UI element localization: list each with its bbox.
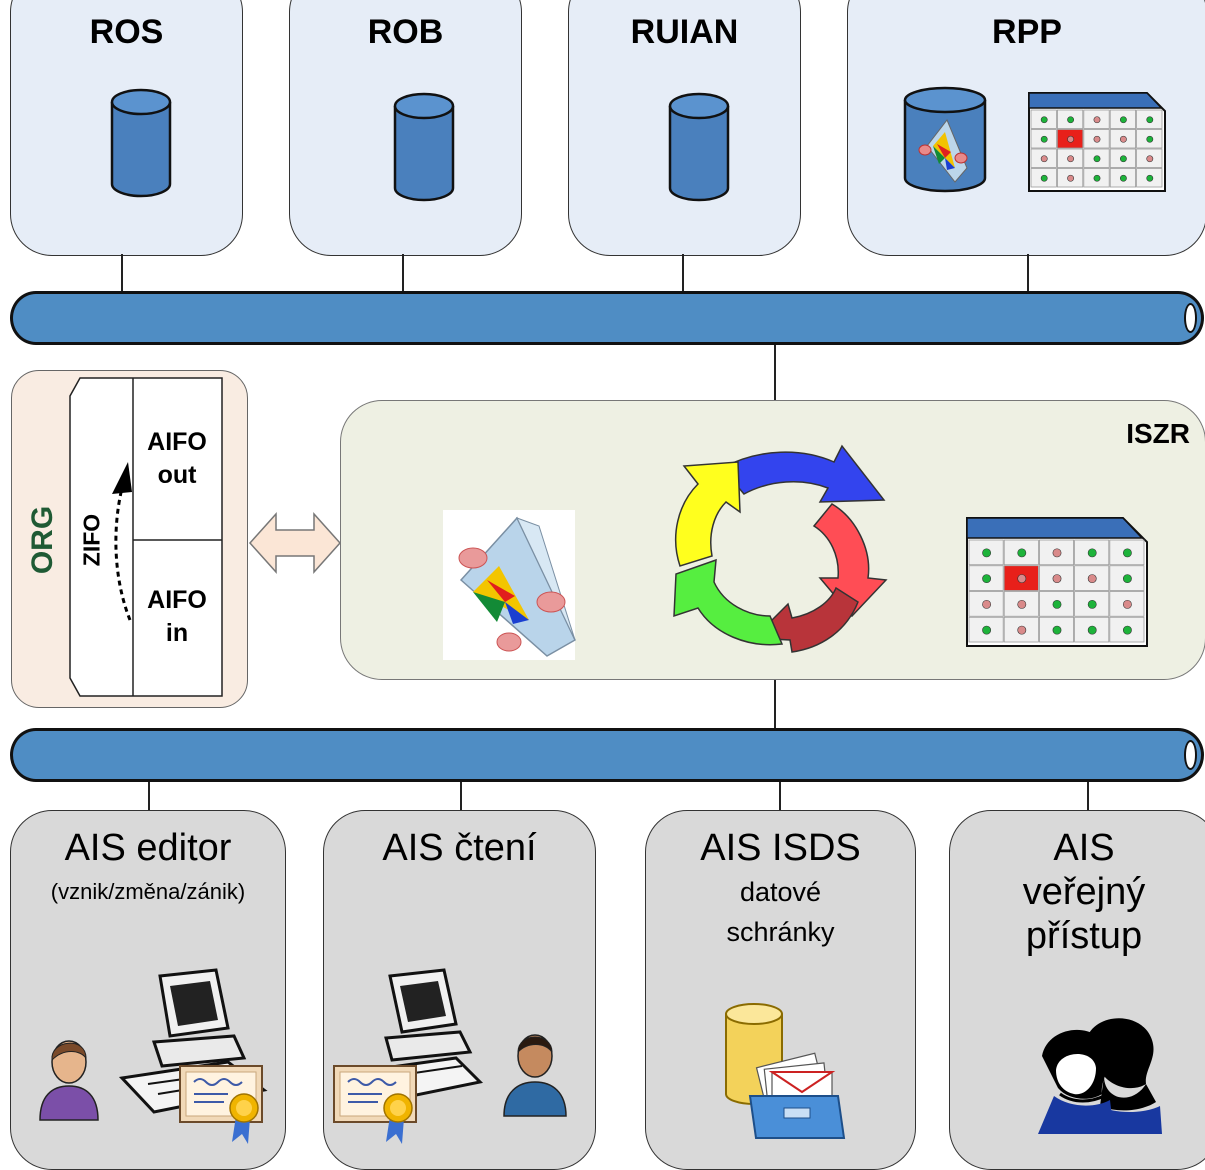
certificate-icon [333, 1065, 417, 1144]
registry-title: RUIAN [630, 13, 739, 51]
database-icon [110, 88, 172, 198]
configuration-prism-icon [443, 510, 576, 660]
people-silhouettes-icon [1038, 1018, 1162, 1134]
ais-title-line3: přístup [1025, 915, 1143, 957]
aifo-in-line1: AIFO [147, 586, 207, 614]
cycle-arrows-icon [673, 444, 888, 653]
service-bus-bottom [10, 728, 1204, 782]
registry-title: ROS [89, 13, 164, 51]
connector-line [121, 254, 123, 291]
certificate-icon [179, 1065, 263, 1144]
ais-subtitle-line2: schránky [726, 917, 835, 947]
zifo-arrow-icon [112, 462, 132, 621]
person-icon [503, 1034, 567, 1117]
aifo-out-line2: out [157, 461, 197, 489]
aifo-in-line2: in [165, 619, 189, 647]
person-icon [39, 1040, 99, 1121]
ais-title-line1: AIS [1053, 827, 1115, 869]
registry-title: RPP [992, 13, 1062, 51]
registry-title: ROB [367, 13, 444, 51]
connector-line [1027, 254, 1029, 291]
aifo-out-line1: AIFO [147, 428, 207, 456]
pipe-end-cap [1184, 303, 1197, 333]
configuration-database-icon [903, 86, 987, 193]
connector-line [1087, 782, 1089, 812]
pipe-end-cap [1184, 740, 1197, 770]
connector-line [460, 782, 462, 812]
ais-title: AIS ISDS [700, 827, 861, 869]
ais-subtitle: (vznik/změna/zánik) [50, 879, 246, 904]
status-table-icon [966, 517, 1148, 647]
connector-line [682, 254, 684, 291]
connector-line [779, 782, 781, 812]
iszr-label: ISZR [1126, 418, 1190, 449]
ais-title: AIS čtení [382, 827, 537, 869]
connector-line [774, 345, 776, 400]
connector-line [148, 782, 150, 812]
database-mailbox-icon [725, 1003, 846, 1139]
database-icon [393, 92, 455, 202]
zifo-label: ZIFO [78, 513, 105, 567]
aifo-in-label: AIFO in [133, 584, 221, 650]
org-label: ORG [26, 505, 59, 575]
database-icon [668, 92, 730, 202]
connector-line [774, 680, 776, 730]
ais-title-line2: veřejný [1022, 871, 1146, 913]
aifo-out-label: AIFO out [133, 426, 221, 492]
ais-subtitle-line1: datové [739, 877, 822, 907]
bidirectional-arrow-icon [248, 512, 342, 574]
aifo-panel [69, 377, 223, 697]
ais-title: AIS editor [64, 827, 232, 869]
service-bus-top [10, 291, 1204, 345]
connector-line [402, 254, 404, 291]
status-table-icon [1028, 92, 1166, 192]
